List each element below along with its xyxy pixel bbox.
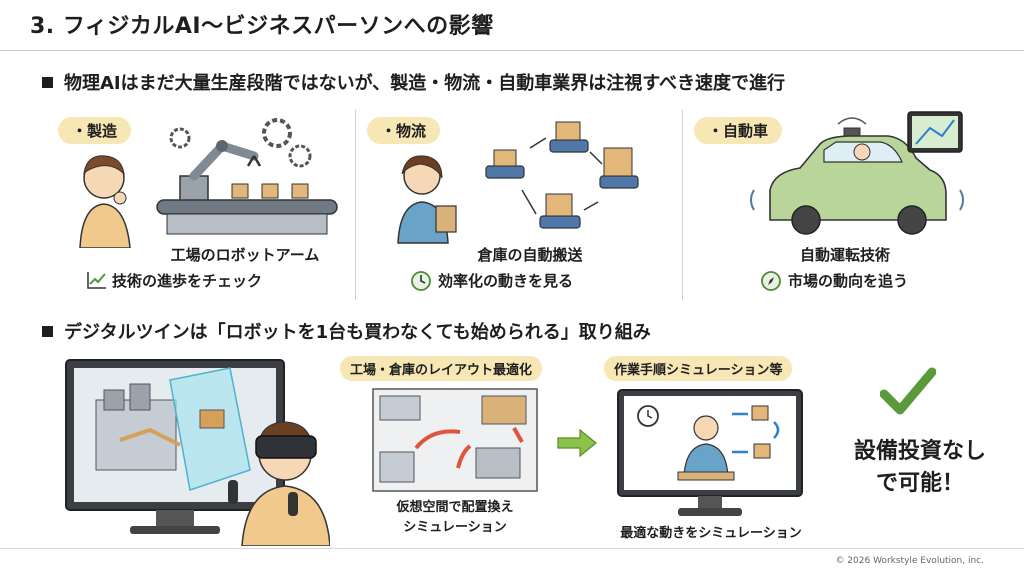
procedure-simulation-illustration [617,389,803,516]
caption-simulation: シミュレーション [403,520,507,535]
manufacturing-illustration [79,118,338,248]
compass-icon [761,271,781,291]
clock-icon [411,271,431,291]
section2-heading: デジタルツインは「ロボットを1台も買わなくても始められる」取り組み [64,322,651,343]
result-possible: で可能！ [875,471,964,496]
automotive-illustration [750,111,964,235]
layout-simulation-illustration [372,388,538,492]
caption-efficiency: 効率化の動きを見る [438,272,574,290]
section1-heading: 物理AIはまだ大量生産段階ではないが、製造・物流・自動車業界は注視すべき速度で進… [64,73,786,94]
tag-layout-optimization: 工場・倉庫のレイアウト最適化 [340,356,543,381]
page-title: 3. フィジカルAI〜ビジネスパーソンへの影響 [30,14,494,39]
result-no-investment: 設備投資なし [853,439,986,464]
title-divider [0,50,1024,51]
tag-automotive: ・自動車 [694,117,783,144]
arrow-right-icon [557,428,597,458]
tag-logistics: ・物流 [367,117,441,144]
bullet-square [42,326,53,337]
tag-procedure-simulation: 作業手順シミュレーション等 [604,356,793,381]
column-divider [682,110,683,300]
caption-robot-arm: 工場のロボットアーム [170,246,320,264]
caption-warehouse-transport: 倉庫の自動搬送 [477,246,583,264]
checkmark-icon [880,367,936,415]
caption-virtual-rearrange: 仮想空間で配置換え [396,500,514,515]
caption-tech-progress: 技術の進歩をチェック [112,272,263,290]
digital-twin-illustration [65,359,330,546]
tag-manufacturing: ・製造 [58,117,132,144]
caption-optimal-motion: 最適な動きをシミュレーション [620,526,802,541]
trend-chart-icon [87,272,106,289]
footer-divider [0,548,1024,549]
caption-market-trends: 市場の動向を追う [788,272,909,290]
bullet-square [42,77,53,88]
column-divider [355,110,356,300]
logistics-illustration [397,121,639,244]
caption-autonomous-driving: 自動運転技術 [799,246,890,264]
copyright: © 2026 Workstyle Evolution, inc. [835,556,984,566]
